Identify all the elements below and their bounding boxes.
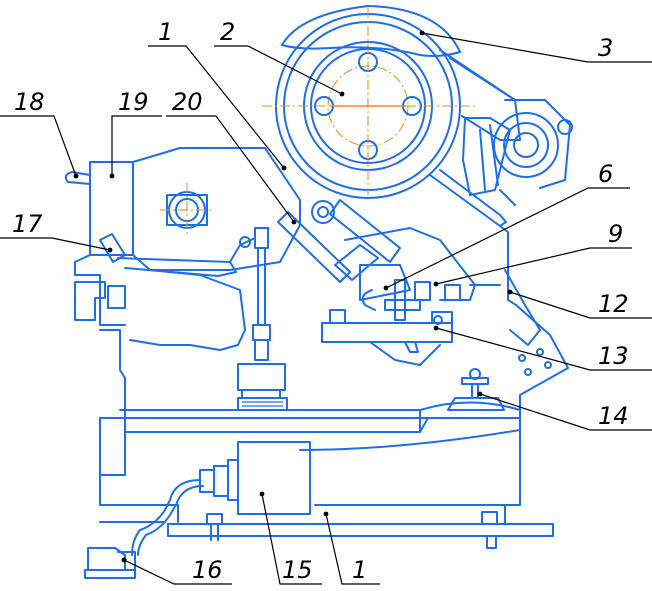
callout-19: 19 [118,88,149,116]
callout-13: 13 [598,342,629,370]
leader-lines [0,30,652,585]
flywheel [262,8,475,199]
callout-1-top: 1 [158,18,173,46]
callout-17: 17 [12,210,43,238]
handle-18 [64,171,91,185]
work-table [321,309,453,366]
callout-20: 20 [172,88,203,116]
callout-12: 12 [598,290,629,318]
base-plate [167,523,554,537]
tool-holder [344,227,501,321]
callout-18: 18 [14,88,45,116]
left-shaft [160,183,214,237]
vertical-rod [237,227,288,411]
machine-outline [64,5,573,579]
foot-pedal [84,479,204,579]
callout-2: 2 [220,18,235,46]
lever-17 [99,233,256,277]
right-frame [499,225,569,411]
base-bolts [206,511,498,549]
motor-unit [462,99,573,206]
callout-14: 14 [598,402,629,430]
callout-6: 6 [598,160,613,188]
callout-3: 3 [598,34,613,62]
clamp-screw [447,368,505,411]
callout-16: 16 [192,556,223,584]
callout-9: 9 [608,220,623,248]
flywheel-guard [281,5,461,57]
callout-1-bottom: 1 [352,556,367,584]
callout-15: 15 [282,556,313,584]
connecting-link [277,199,401,283]
callout-labels: 1 2 3 18 19 20 6 9 17 12 13 14 16 15 1 [12,18,629,584]
electric-box [199,441,311,515]
